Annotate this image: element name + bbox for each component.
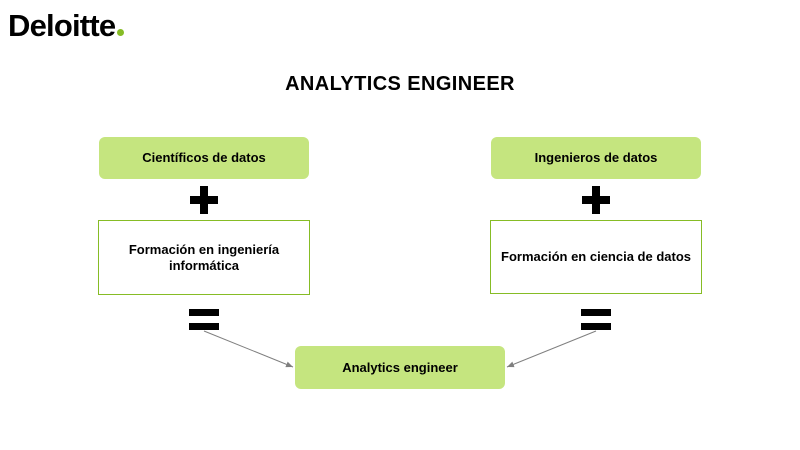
box-ingenieros-de-datos: Ingenieros de datos: [491, 137, 701, 179]
box-label: Ingenieros de datos: [534, 150, 658, 165]
box-cientificos-de-datos: Científicos de datos: [99, 137, 309, 179]
equals-icon-left: [189, 309, 219, 330]
plus-icon-right: [582, 186, 610, 214]
box-label: Científicos de datos: [142, 150, 266, 165]
deloitte-logo: Deloitte: [8, 6, 125, 46]
box-formacion-ciencia: Formación en ciencia de datos: [490, 220, 702, 294]
box-label: Formación en ingeniería informática: [128, 241, 280, 273]
arrow-left-to-result: [203, 330, 294, 368]
logo-dot: [117, 29, 125, 36]
logo-text: Deloitte: [8, 8, 116, 43]
box-label: Analytics engineer: [342, 359, 458, 375]
equals-icon-right: [581, 309, 611, 330]
box-label: Formación en ciencia de datos: [501, 249, 691, 264]
box-analytics-engineer: Analytics engineer: [295, 346, 505, 389]
plus-icon-left: [190, 186, 218, 214]
box-formacion-ingenieria: Formación en ingeniería informática: [98, 220, 310, 295]
arrow-right-to-result: [506, 330, 597, 368]
page-title: ANALYTICS ENGINEER: [285, 73, 515, 95]
